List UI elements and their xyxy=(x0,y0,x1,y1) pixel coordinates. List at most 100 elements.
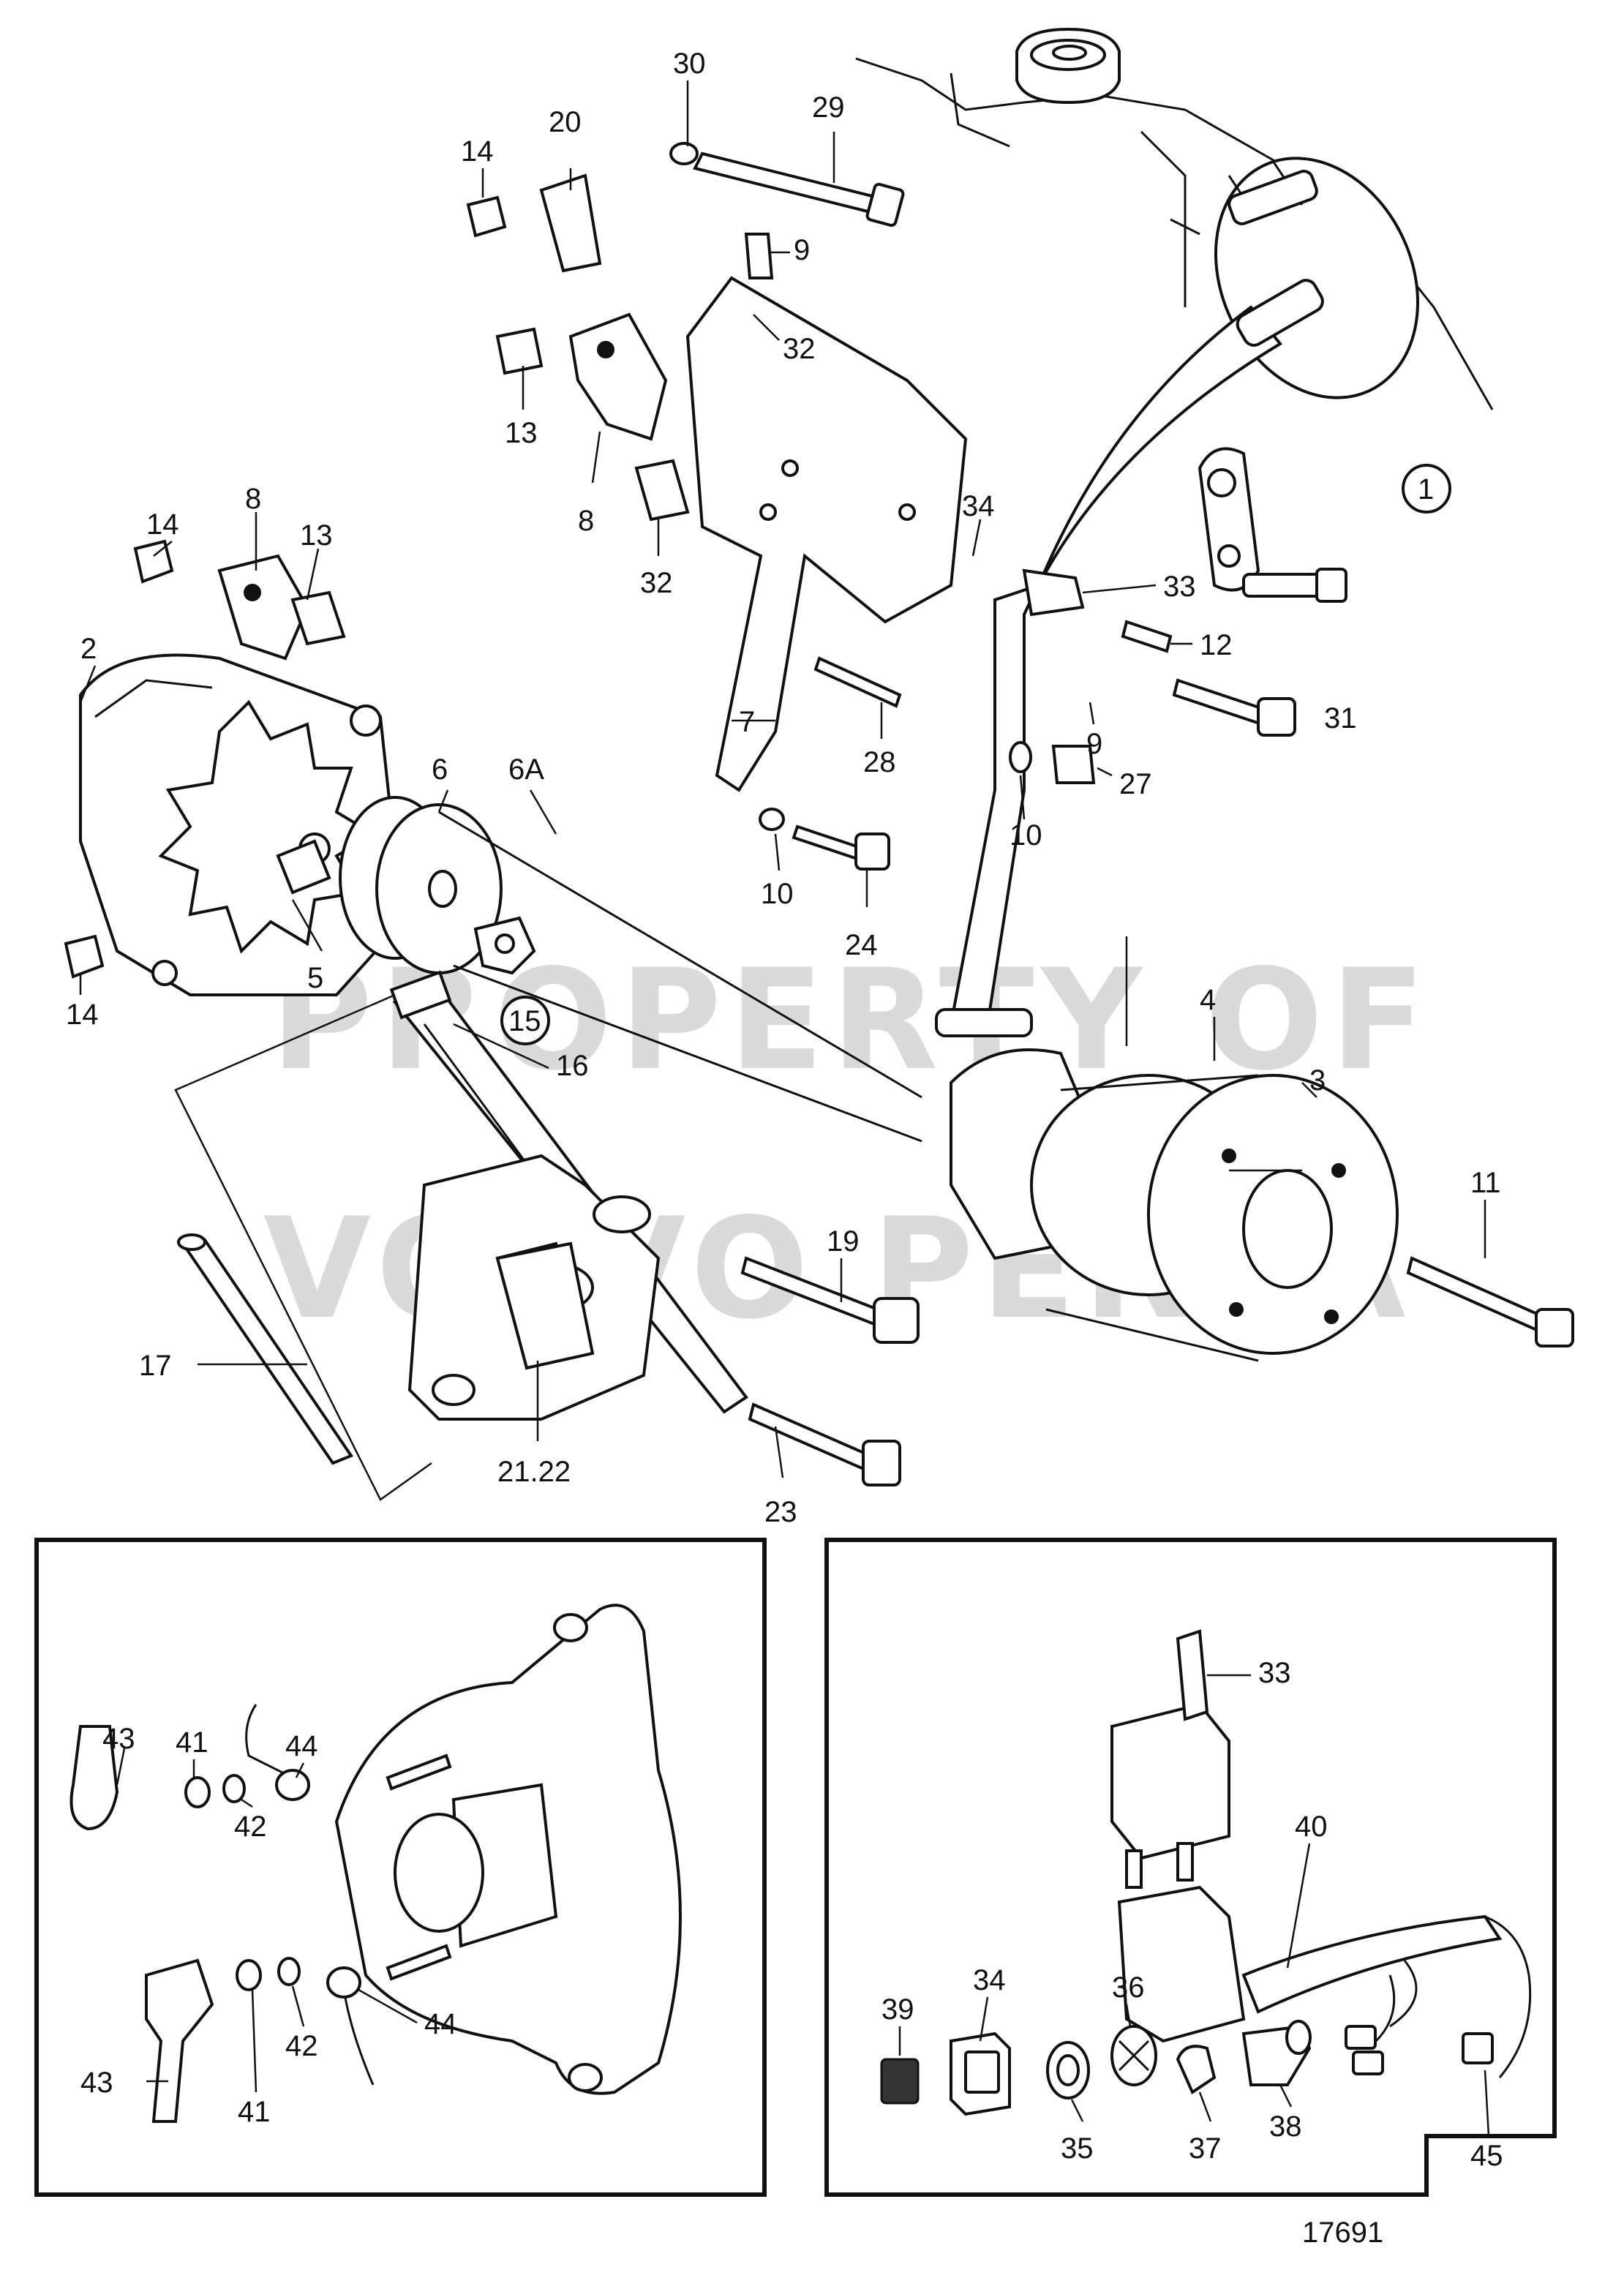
label-30: 33 xyxy=(1163,571,1196,603)
label-33: 33 xyxy=(1258,1657,1291,1689)
clip-30 xyxy=(1022,568,1085,617)
drive-belt xyxy=(438,811,922,1143)
label-8-left: 8 xyxy=(245,483,261,515)
label-36: 36 xyxy=(1112,1971,1145,2004)
label-10-left: 10 xyxy=(761,878,794,910)
label-44-bottom: 44 xyxy=(424,2008,457,2040)
label-39: 39 xyxy=(881,1993,914,2026)
bolt-24 xyxy=(669,142,905,227)
spacer-13-top xyxy=(495,327,544,375)
nut-27 xyxy=(1051,745,1096,784)
label-42-bottom: 42 xyxy=(285,2030,318,2062)
label-13-left: 13 xyxy=(300,519,333,552)
label-31: 34 xyxy=(962,490,995,522)
label-5: 5 xyxy=(307,962,323,994)
nut-14-mid xyxy=(133,539,174,584)
bolt-12 xyxy=(1121,620,1173,653)
bracket-8-left xyxy=(217,554,309,661)
label-16: 16 xyxy=(556,1050,589,1082)
lifting-eye-1 xyxy=(1198,447,1347,603)
label-15: 15 xyxy=(508,1005,541,1037)
label-28: 32 xyxy=(640,567,673,599)
label-6A: 6A xyxy=(508,753,544,786)
label-24: 29 xyxy=(812,91,845,124)
label-32: 32 xyxy=(783,333,816,365)
spacer-13-left xyxy=(290,590,346,646)
label-41-bottom: 41 xyxy=(238,2096,271,2128)
label-34: 34 xyxy=(973,1964,1006,1996)
label-1: 1 xyxy=(1418,473,1434,505)
label-7: 7 xyxy=(739,706,755,738)
label-41-top: 41 xyxy=(176,1726,208,1759)
coolant-hose xyxy=(935,279,1324,1037)
label-14-top: 14 xyxy=(461,135,494,168)
label-23: 23 xyxy=(764,1496,797,1528)
label-11: 11 xyxy=(1470,1167,1501,1199)
bolt-26 xyxy=(813,656,902,708)
stud-17 xyxy=(177,1233,354,1465)
label-17: 17 xyxy=(139,1350,172,1382)
label-45: 45 xyxy=(1470,2140,1503,2172)
label-9-top: 9 xyxy=(794,234,810,266)
label-35: 35 xyxy=(1061,2132,1094,2165)
label-19: 20 xyxy=(549,106,582,138)
washer-10 xyxy=(1009,741,1032,773)
label-8-upper: 8 xyxy=(578,505,594,537)
label-40: 40 xyxy=(1295,1811,1328,1843)
alternator-pulley xyxy=(276,796,536,975)
label-6: 6 xyxy=(432,753,448,786)
bolt-9-top xyxy=(744,233,774,279)
label-10-right: 10 xyxy=(1010,819,1042,852)
spacer-28 xyxy=(634,459,690,522)
alternator-rear-housing xyxy=(334,1604,682,2095)
inset-relay-and-lamp xyxy=(824,1538,1557,2197)
label-37: 37 xyxy=(1189,2132,1222,2165)
leader-lines-inset-left xyxy=(116,1748,418,2093)
label-2: 2 xyxy=(80,633,97,665)
crankshaft-pulley xyxy=(950,1048,1399,1362)
terminal-cables xyxy=(69,1704,375,2123)
label-44-top: 44 xyxy=(285,1730,318,1762)
label-38: 38 xyxy=(1269,2110,1302,2143)
callout-circle-15 xyxy=(500,996,550,1045)
leader-lines-inset-right xyxy=(898,1674,1490,2137)
bolt-29 xyxy=(1172,678,1296,737)
relay-33 xyxy=(1110,1629,1230,1889)
alternator xyxy=(79,653,405,996)
label-12: 12 xyxy=(1200,629,1233,661)
spacer-21-22 xyxy=(495,1241,595,1370)
figure-number: 17691 xyxy=(1302,2217,1383,2249)
label-21-22: 21.22 xyxy=(497,1456,571,1488)
label-3: 3 xyxy=(1309,1064,1326,1097)
bracket-8-upper xyxy=(568,312,668,441)
nut-14-top xyxy=(466,195,507,238)
nut-14-left xyxy=(64,934,105,979)
label-14-mid: 14 xyxy=(146,508,179,541)
label-18: 19 xyxy=(827,1225,860,1258)
label-4: 4 xyxy=(1200,984,1216,1016)
label-13-top: 13 xyxy=(505,417,538,449)
label-20: 24 xyxy=(845,929,878,961)
label-26: 28 xyxy=(863,746,896,778)
socket-harness-40 xyxy=(1117,1885,1532,2078)
label-43-bottom: 43 xyxy=(80,2067,113,2099)
label-27: 27 xyxy=(1119,768,1152,800)
bolt-11 xyxy=(1406,1256,1574,1347)
engine-tank-outline xyxy=(855,27,1494,410)
label-9-mid: 9 xyxy=(1086,728,1102,760)
label-29: 31 xyxy=(1324,702,1357,734)
alternator-bracket xyxy=(685,276,968,792)
bolt-18 xyxy=(740,1256,920,1344)
callout-labels: 30 29 20 14 9 32 13 8 32 1 14 8 13 34 33… xyxy=(66,48,1503,2249)
label-42-top: 42 xyxy=(234,1811,267,1843)
label-43-top: 43 xyxy=(102,1723,135,1755)
label-25: 30 xyxy=(673,48,706,80)
callout-circle-1 xyxy=(1402,464,1451,514)
bolt-20 xyxy=(759,808,890,871)
label-14-left: 14 xyxy=(66,999,99,1031)
inset-alternator-terminals xyxy=(34,1538,767,2197)
bolt-23 xyxy=(748,1402,901,1486)
lamp-parts-34-39 xyxy=(880,2020,1312,2116)
leader-lines-main xyxy=(79,80,1486,1501)
